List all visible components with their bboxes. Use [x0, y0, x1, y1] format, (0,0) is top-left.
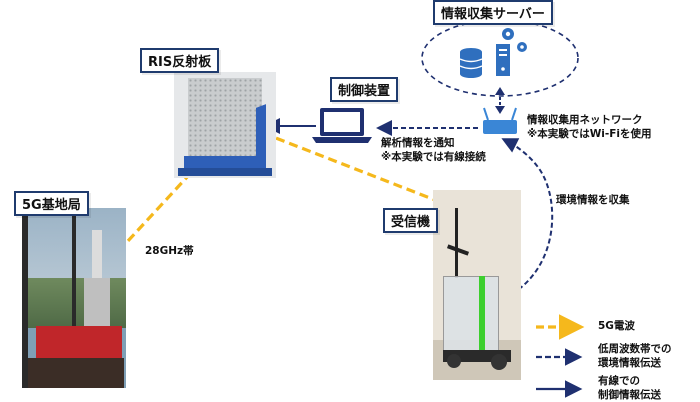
- gear-icon: [502, 28, 527, 52]
- collect-label: 環境情報を収集: [556, 194, 630, 206]
- basestation-label: 5G基地局: [14, 191, 89, 216]
- notify-label-line1: 解析情報を通知: [381, 137, 455, 149]
- legend-wired-text-2: 制御情報伝送: [598, 389, 661, 401]
- ris-photo: [174, 72, 276, 178]
- router-icon: [483, 107, 517, 134]
- receiver-label: 受信機: [383, 208, 439, 233]
- controller-label: 制御装置: [330, 77, 399, 102]
- network-label-line1: 情報収集用ネットワーク: [527, 114, 643, 126]
- basestation-photo: [22, 208, 126, 388]
- 5g-wave-ris-to-rx: [249, 126, 472, 217]
- notify-label-line2: ※本実験では有線接続: [381, 151, 486, 163]
- arrow-up-icon: [495, 87, 505, 95]
- network-label-line2: ※本実験ではWi-Fiを使用: [527, 128, 652, 140]
- collect-arrow: [501, 138, 554, 299]
- legend-lowband-text-1: 低周波数帯での: [598, 343, 672, 355]
- server-label: 情報収集サーバー: [433, 0, 553, 25]
- laptop-icon: [312, 108, 372, 143]
- legend-lowband-text-2: 環境情報伝送: [598, 357, 661, 369]
- ris-label: RIS反射板: [140, 48, 220, 73]
- arrow-down-icon: [495, 106, 505, 114]
- database-icon: [459, 48, 483, 78]
- legend-5g-text: 5G電波: [598, 320, 635, 332]
- band-label: 28GHz帯: [145, 245, 194, 257]
- receiver-photo: [433, 190, 521, 380]
- legend-wired-text-1: 有線での: [598, 375, 640, 387]
- server-tower-icon: [496, 44, 510, 76]
